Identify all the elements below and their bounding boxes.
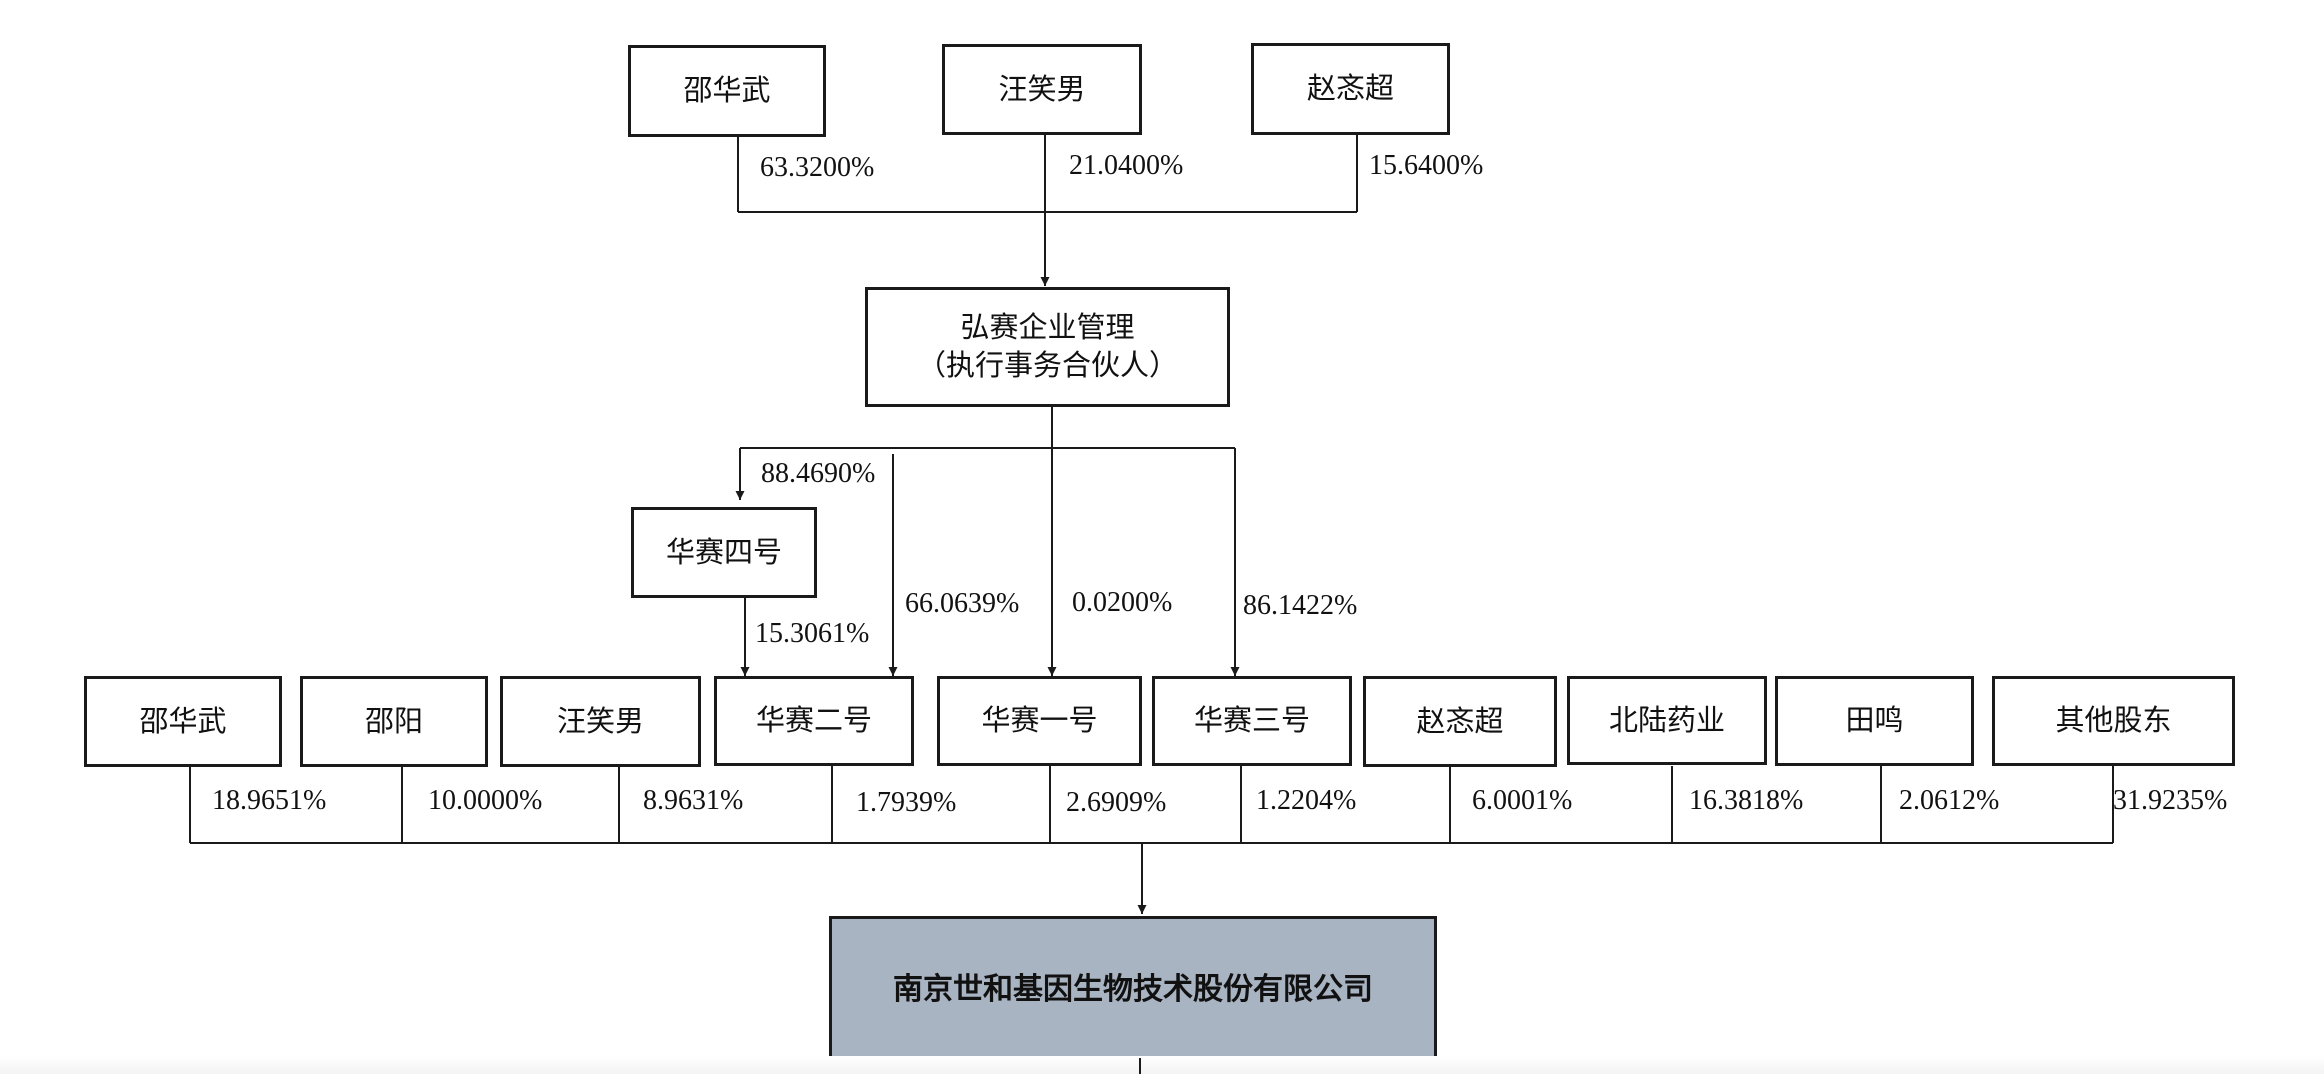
shareholder-box-beilu: 北陆药业 bbox=[1567, 676, 1767, 765]
pct-shareholder-tianming: 2.0612% bbox=[1899, 785, 2000, 816]
pct-zhaonianchao-top: 15.6400% bbox=[1369, 150, 1484, 181]
holder-box-zhaonianchao-top: 赵忞超 bbox=[1251, 43, 1450, 135]
pct-shareholder-others: 31.9235% bbox=[2113, 785, 2228, 816]
pct-shareholder-zhaonianchao: 6.0001% bbox=[1472, 785, 1573, 816]
shareholder-stems bbox=[189, 766, 2114, 843]
pct-shaohuawu-top: 63.3200% bbox=[760, 152, 875, 183]
holder-box-wangxiaonan-top: 汪笑男 bbox=[942, 44, 1142, 135]
pct-huasai4-to-huasai2: 15.3061% bbox=[755, 618, 870, 649]
shareholder-box-huasai1: 华赛一号 bbox=[937, 676, 1142, 766]
pct-shareholder-shaohuawu: 18.9651% bbox=[212, 785, 327, 816]
pct-shareholder-beilu: 16.3818% bbox=[1689, 785, 1804, 816]
company-box: 南京世和基因生物技术股份有限公司 bbox=[829, 916, 1437, 1063]
pct-shareholder-wangxiaonan: 8.9631% bbox=[643, 785, 744, 816]
pct-shareholder-huasai1: 2.6909% bbox=[1066, 787, 1167, 818]
pct-shareholder-huasai3: 1.2204% bbox=[1256, 785, 1357, 816]
shareholder-box-huasai3: 华赛三号 bbox=[1152, 676, 1352, 766]
pct-shareholder-huasai2: 1.7939% bbox=[856, 787, 957, 818]
bottom-fade bbox=[0, 1056, 2324, 1074]
pct-gp-to-huasai3: 86.1422% bbox=[1243, 590, 1358, 621]
shareholder-box-wangxiaonan: 汪笑男 bbox=[500, 676, 701, 767]
shareholder-box-shaohuawu: 邵华武 bbox=[84, 676, 282, 767]
shareholder-box-others: 其他股东 bbox=[1992, 676, 2235, 766]
pct-gp-to-huasai2: 66.0639% bbox=[905, 588, 1020, 619]
pct-gp-to-huasai1: 0.0200% bbox=[1072, 587, 1173, 618]
gp-role: （执行事务合伙人） bbox=[916, 348, 1178, 382]
line-company-tail bbox=[1139, 1058, 1141, 1074]
pct-shareholder-shaoyang: 10.0000% bbox=[428, 785, 543, 816]
gp-name: 弘赛企业管理 bbox=[960, 310, 1135, 345]
huasai4-box: 华赛四号 bbox=[631, 507, 817, 598]
pct-gp-to-huasai4: 88.4690% bbox=[761, 458, 876, 489]
shareholder-box-zhaonianchao: 赵忞超 bbox=[1363, 676, 1557, 767]
shareholder-box-huasai2: 华赛二号 bbox=[714, 676, 914, 766]
shareholder-box-tianming: 田鸣 bbox=[1775, 676, 1974, 766]
holder-box-shaohuawu-top: 邵华武 bbox=[628, 45, 826, 137]
gp-box: 弘赛企业管理 （执行事务合伙人） bbox=[865, 287, 1230, 407]
pct-wangxiaonan-top: 21.0400% bbox=[1069, 150, 1184, 181]
shareholder-box-shaoyang: 邵阳 bbox=[300, 676, 488, 767]
